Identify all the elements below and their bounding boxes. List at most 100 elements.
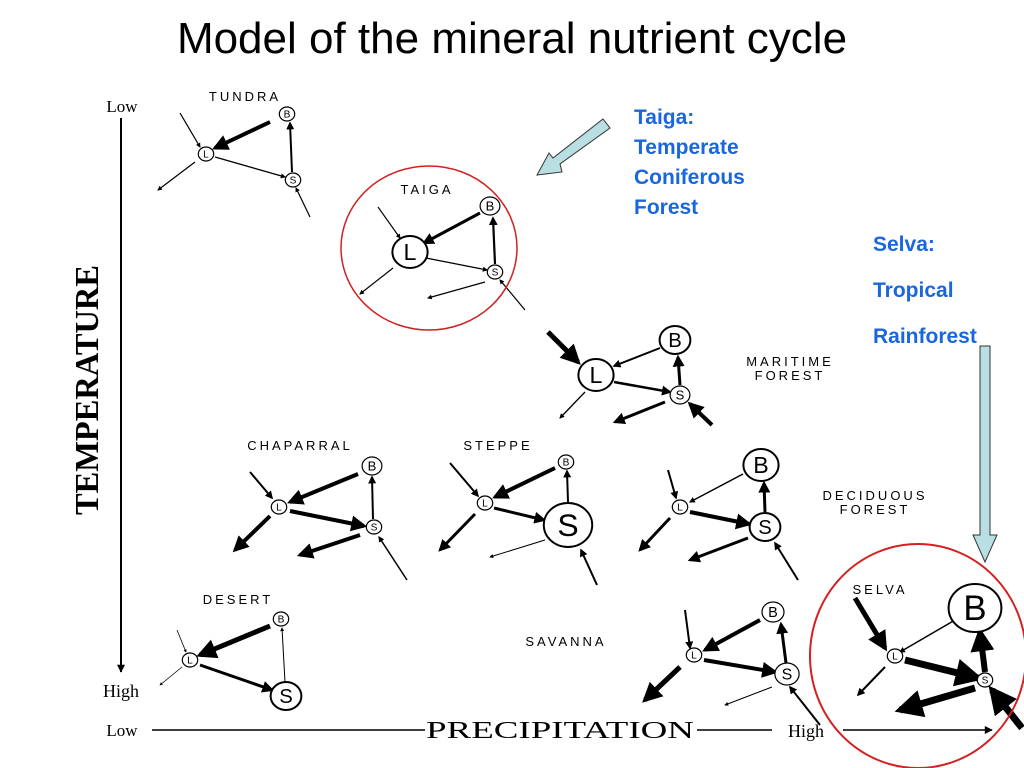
flow-arrow [758, 480, 771, 513]
pool-letter: S [557, 507, 578, 543]
pool-letter: L [187, 656, 193, 667]
flow-arrow [296, 533, 361, 559]
flow-arrow [286, 121, 295, 173]
flow-arrow [856, 666, 886, 697]
biome-label: TUNDRA [209, 89, 281, 104]
pool-circle [361, 456, 383, 476]
flow-arrow [563, 469, 572, 503]
selva-highlight-circle [809, 543, 1024, 768]
pool-letter: L [203, 150, 209, 161]
flow-arrow [774, 541, 799, 581]
pool-letter: S [676, 388, 685, 403]
flow-arrow [667, 469, 679, 500]
flow-arrow [196, 623, 271, 659]
biome-label: TAIGA [400, 182, 453, 197]
flow-arrow [612, 347, 661, 368]
flow-arrow [159, 666, 183, 686]
flow-arrow [852, 596, 888, 652]
taiga-highlight-circle [340, 165, 518, 331]
y-axis-high-label: High [103, 681, 139, 701]
pool-circle [658, 325, 692, 355]
pool-circle [278, 106, 296, 122]
pool-circle [284, 172, 302, 188]
selva-annotation-line: Rainforest [873, 325, 977, 348]
flow-arrow [492, 466, 556, 499]
pool-circle [685, 647, 703, 663]
x-axis-high-label: High [788, 721, 824, 741]
pool-letter: S [758, 517, 772, 539]
slide-title: Model of the mineral nutrient cycle [176, 14, 848, 63]
soil-node: S [774, 662, 800, 686]
pool-letter: L [276, 503, 282, 514]
flow-arrow [232, 514, 272, 553]
flow-arrow [179, 112, 201, 148]
pool-letter: L [404, 239, 417, 265]
biomass-node: B [658, 325, 692, 355]
soil-node: S [669, 385, 691, 405]
pool-circle [976, 672, 994, 688]
flow-arrow [988, 685, 1024, 731]
litter-node: L [685, 647, 703, 663]
pool-letter: B [668, 330, 682, 352]
flow-arrow [702, 618, 761, 652]
taiga-annotation-line: Taiga: [634, 106, 695, 129]
pool-circle [748, 512, 782, 542]
pool-circle [671, 499, 689, 515]
soil-node: S [365, 519, 383, 535]
flow-arrow [499, 279, 526, 311]
selva-annotation: Selva: Tropical Rainforest [873, 222, 977, 360]
pool-letter: L [482, 499, 488, 510]
flow-arrow [377, 206, 401, 239]
pool-letter: L [691, 651, 697, 662]
pool-circle [742, 448, 780, 482]
pool-letter: B [368, 459, 377, 474]
y-axis-title: TEMPERATURE [69, 265, 106, 515]
biome-label: MARITIME [746, 354, 834, 369]
flow-arrow [378, 535, 408, 581]
flow-arrow [295, 187, 311, 218]
pool-circle [557, 454, 575, 470]
flow-arrow [280, 627, 286, 683]
biomass-node: B [479, 196, 501, 216]
soil-node: S [542, 502, 594, 548]
litter-node: L [391, 235, 429, 269]
flow-arrow [894, 684, 976, 718]
axes: Low High TEMPERATURE Low PRECIPITATION H… [69, 97, 993, 744]
pool-letter: B [563, 458, 570, 469]
soil-node: S [748, 512, 782, 542]
flow-arrow [425, 257, 489, 272]
flow-arrow [970, 627, 995, 673]
pool-circle [272, 611, 290, 627]
flow-arrow [689, 510, 753, 530]
flow-arrow [687, 536, 749, 563]
soil-node: S [269, 681, 303, 711]
pool-circle [947, 583, 1003, 633]
taiga-annotation-line: Temperate [634, 136, 739, 159]
litter-node: L [270, 499, 288, 515]
biomass-node: B [278, 106, 296, 122]
biomass-node: B [557, 454, 575, 470]
pool-letter: B [486, 199, 495, 214]
x-axis-low-label: Low [106, 721, 138, 740]
pool-circle [181, 652, 199, 668]
pool-letter: B [963, 589, 986, 628]
selva-pointer-arrow [972, 345, 998, 564]
flow-arrow [488, 216, 498, 265]
litter-node: L [181, 652, 199, 668]
pool-circle [197, 146, 215, 162]
pool-circle [476, 495, 494, 511]
pool-circle [761, 601, 785, 623]
flow-arrow [687, 401, 714, 427]
flow-arrow [724, 686, 773, 706]
flow-arrow [672, 354, 685, 386]
flow-arrow [427, 281, 486, 300]
flow-arrow [612, 400, 666, 425]
pool-circle [886, 648, 904, 664]
pool-letter: L [892, 652, 898, 663]
